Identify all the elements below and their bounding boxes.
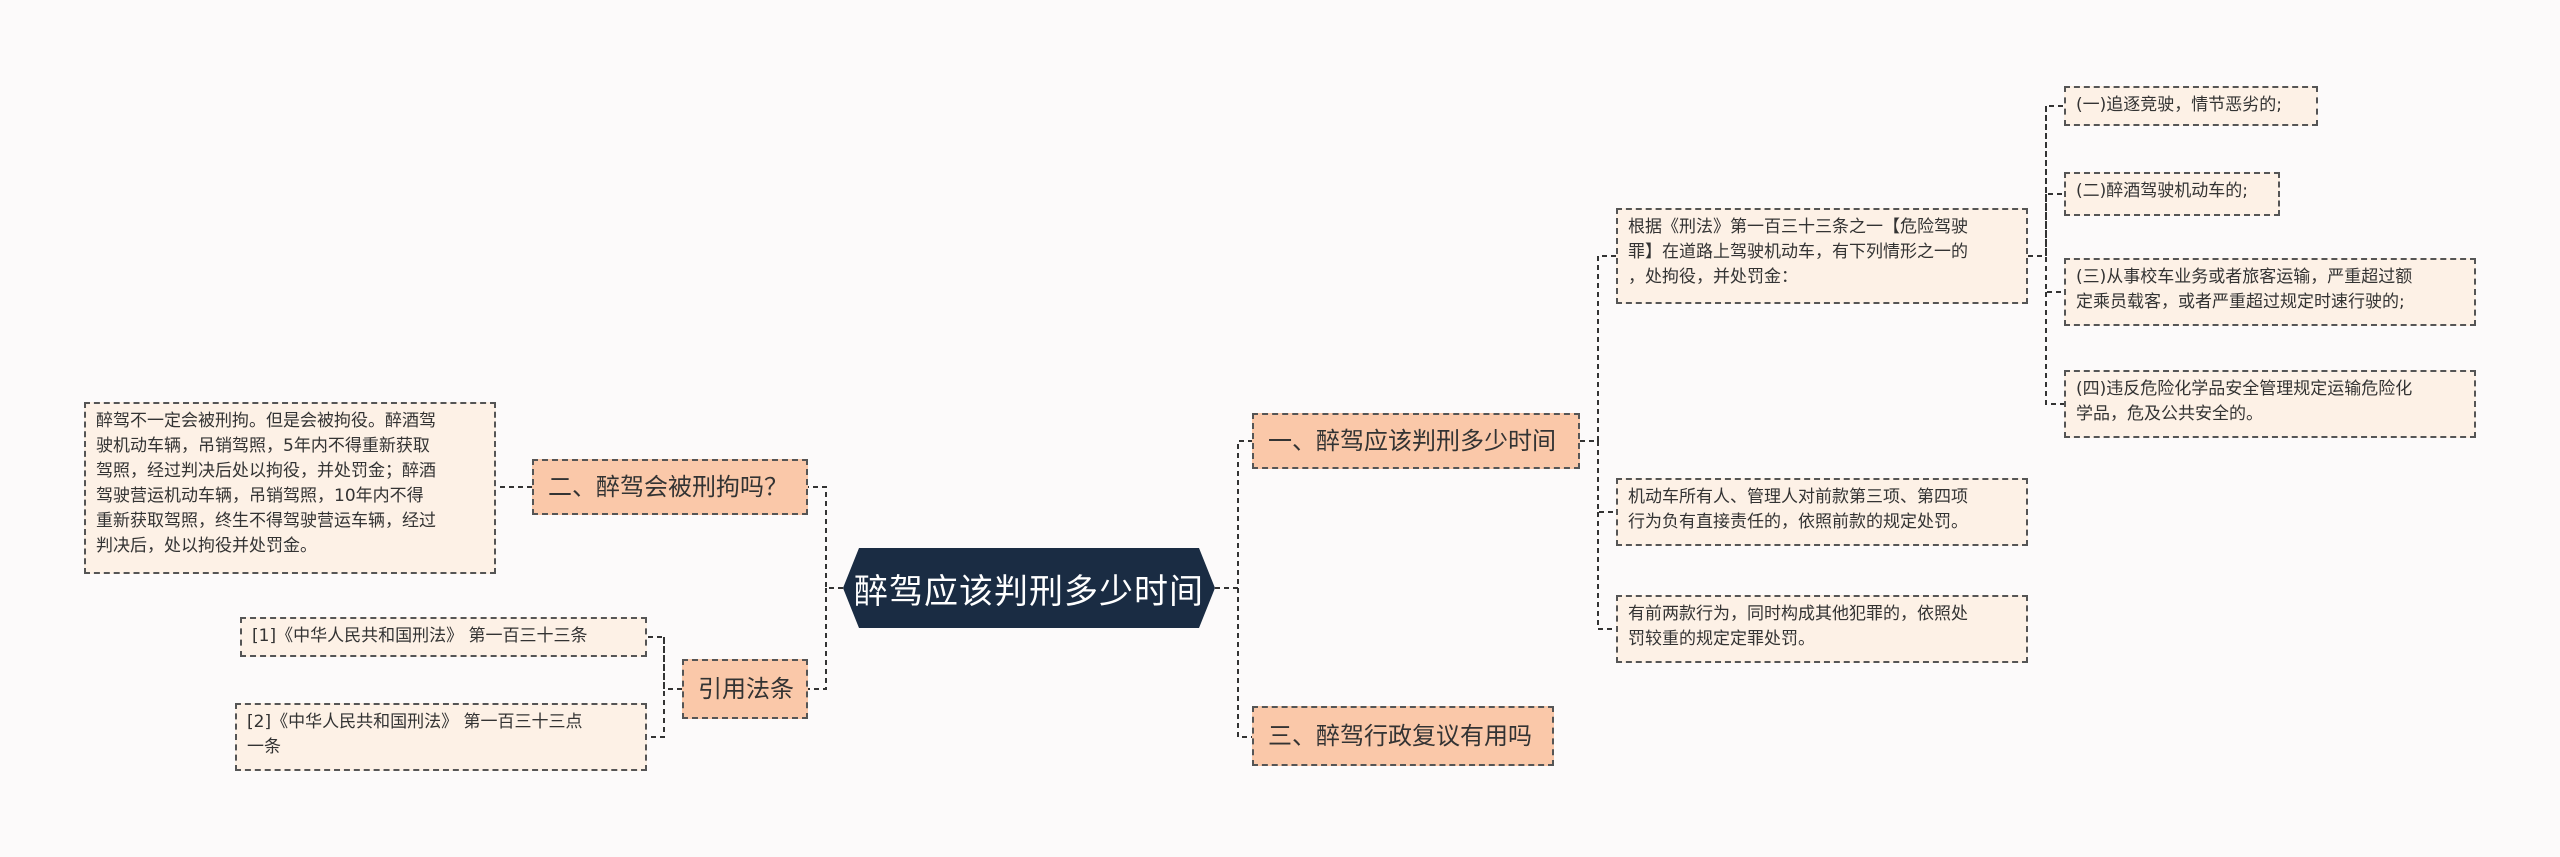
leaf-combined-offense[interactable]: 有前两款行为，同时构成其他犯罪的，依照处 罚较重的规定定罪处罚。 <box>1616 595 2028 663</box>
branch-sentence-length[interactable]: 一、醉驾应该判刑多少时间 <box>1252 413 1580 469</box>
branch-citations[interactable]: 引用法条 <box>682 659 808 719</box>
leaf-law-article[interactable]: 根据《刑法》第一百三十三条之一【危险驾驶 罪】在道路上驾驶机动车，有下列情形之一… <box>1616 208 2028 304</box>
link-b1-combined <box>1597 512 1616 630</box>
link-law-item3 <box>2045 194 2064 293</box>
root-node[interactable]: 醉驾应该判刑多少时间 <box>843 548 1215 628</box>
link-b1-law <box>1580 255 1616 442</box>
leaf-citation-2[interactable]: [2]《中华人民共和国刑法》 第一百三十三点 一条 <box>235 703 647 771</box>
leaf-item-overload[interactable]: (三)从事校车业务或者旅客运输，严重超过额 定乘员载客，或者严重超过规定时速行驶… <box>2064 258 2476 326</box>
link-root-b4 <box>808 588 827 690</box>
leaf-detention-explanation[interactable]: 醉驾不一定会被刑拘。但是会被拘役。醉酒驾 驶机动车辆，吊销驾照，5年内不得重新获… <box>84 402 496 574</box>
link-root-b2 <box>808 486 843 589</box>
link-root-b3 <box>1237 588 1252 738</box>
branch-label: 二、醉驾会被刑拘吗？ <box>548 473 788 501</box>
link-b1-owner <box>1597 441 1616 513</box>
link-law-item4 <box>2045 292 2064 405</box>
root-label: 醉驾应该判刑多少时间 <box>854 571 1204 612</box>
leaf-citation-1[interactable]: [1]《中华人民共和国刑法》 第一百三十三条 <box>240 617 647 657</box>
link-b4-ref1 <box>647 636 682 690</box>
leaf-item-drunk[interactable]: (二)醉酒驾驶机动车的; <box>2064 172 2280 216</box>
link-b4-ref2 <box>647 637 665 738</box>
branch-detention[interactable]: 二、醉驾会被刑拘吗？ <box>532 459 808 515</box>
branch-label: 一、醉驾应该判刑多少时间 <box>1268 427 1556 455</box>
link-law-item2 <box>2045 106 2064 195</box>
link-root-b1 <box>1215 440 1252 589</box>
leaf-item-hazmat[interactable]: (四)违反危险化学品安全管理规定运输危险化 学品，危及公共安全的。 <box>2064 370 2476 438</box>
leaf-owner-liability[interactable]: 机动车所有人、管理人对前款第三项、第四项 行为负有直接责任的，依照前款的规定处罚… <box>1616 478 2028 546</box>
leaf-item-racing[interactable]: (一)追逐竞驶，情节恶劣的; <box>2064 86 2318 126</box>
branch-label: 引用法条 <box>698 675 794 703</box>
branch-admin-review[interactable]: 三、醉驾行政复议有用吗 <box>1252 706 1554 766</box>
branch-label: 三、醉驾行政复议有用吗 <box>1268 722 1532 750</box>
